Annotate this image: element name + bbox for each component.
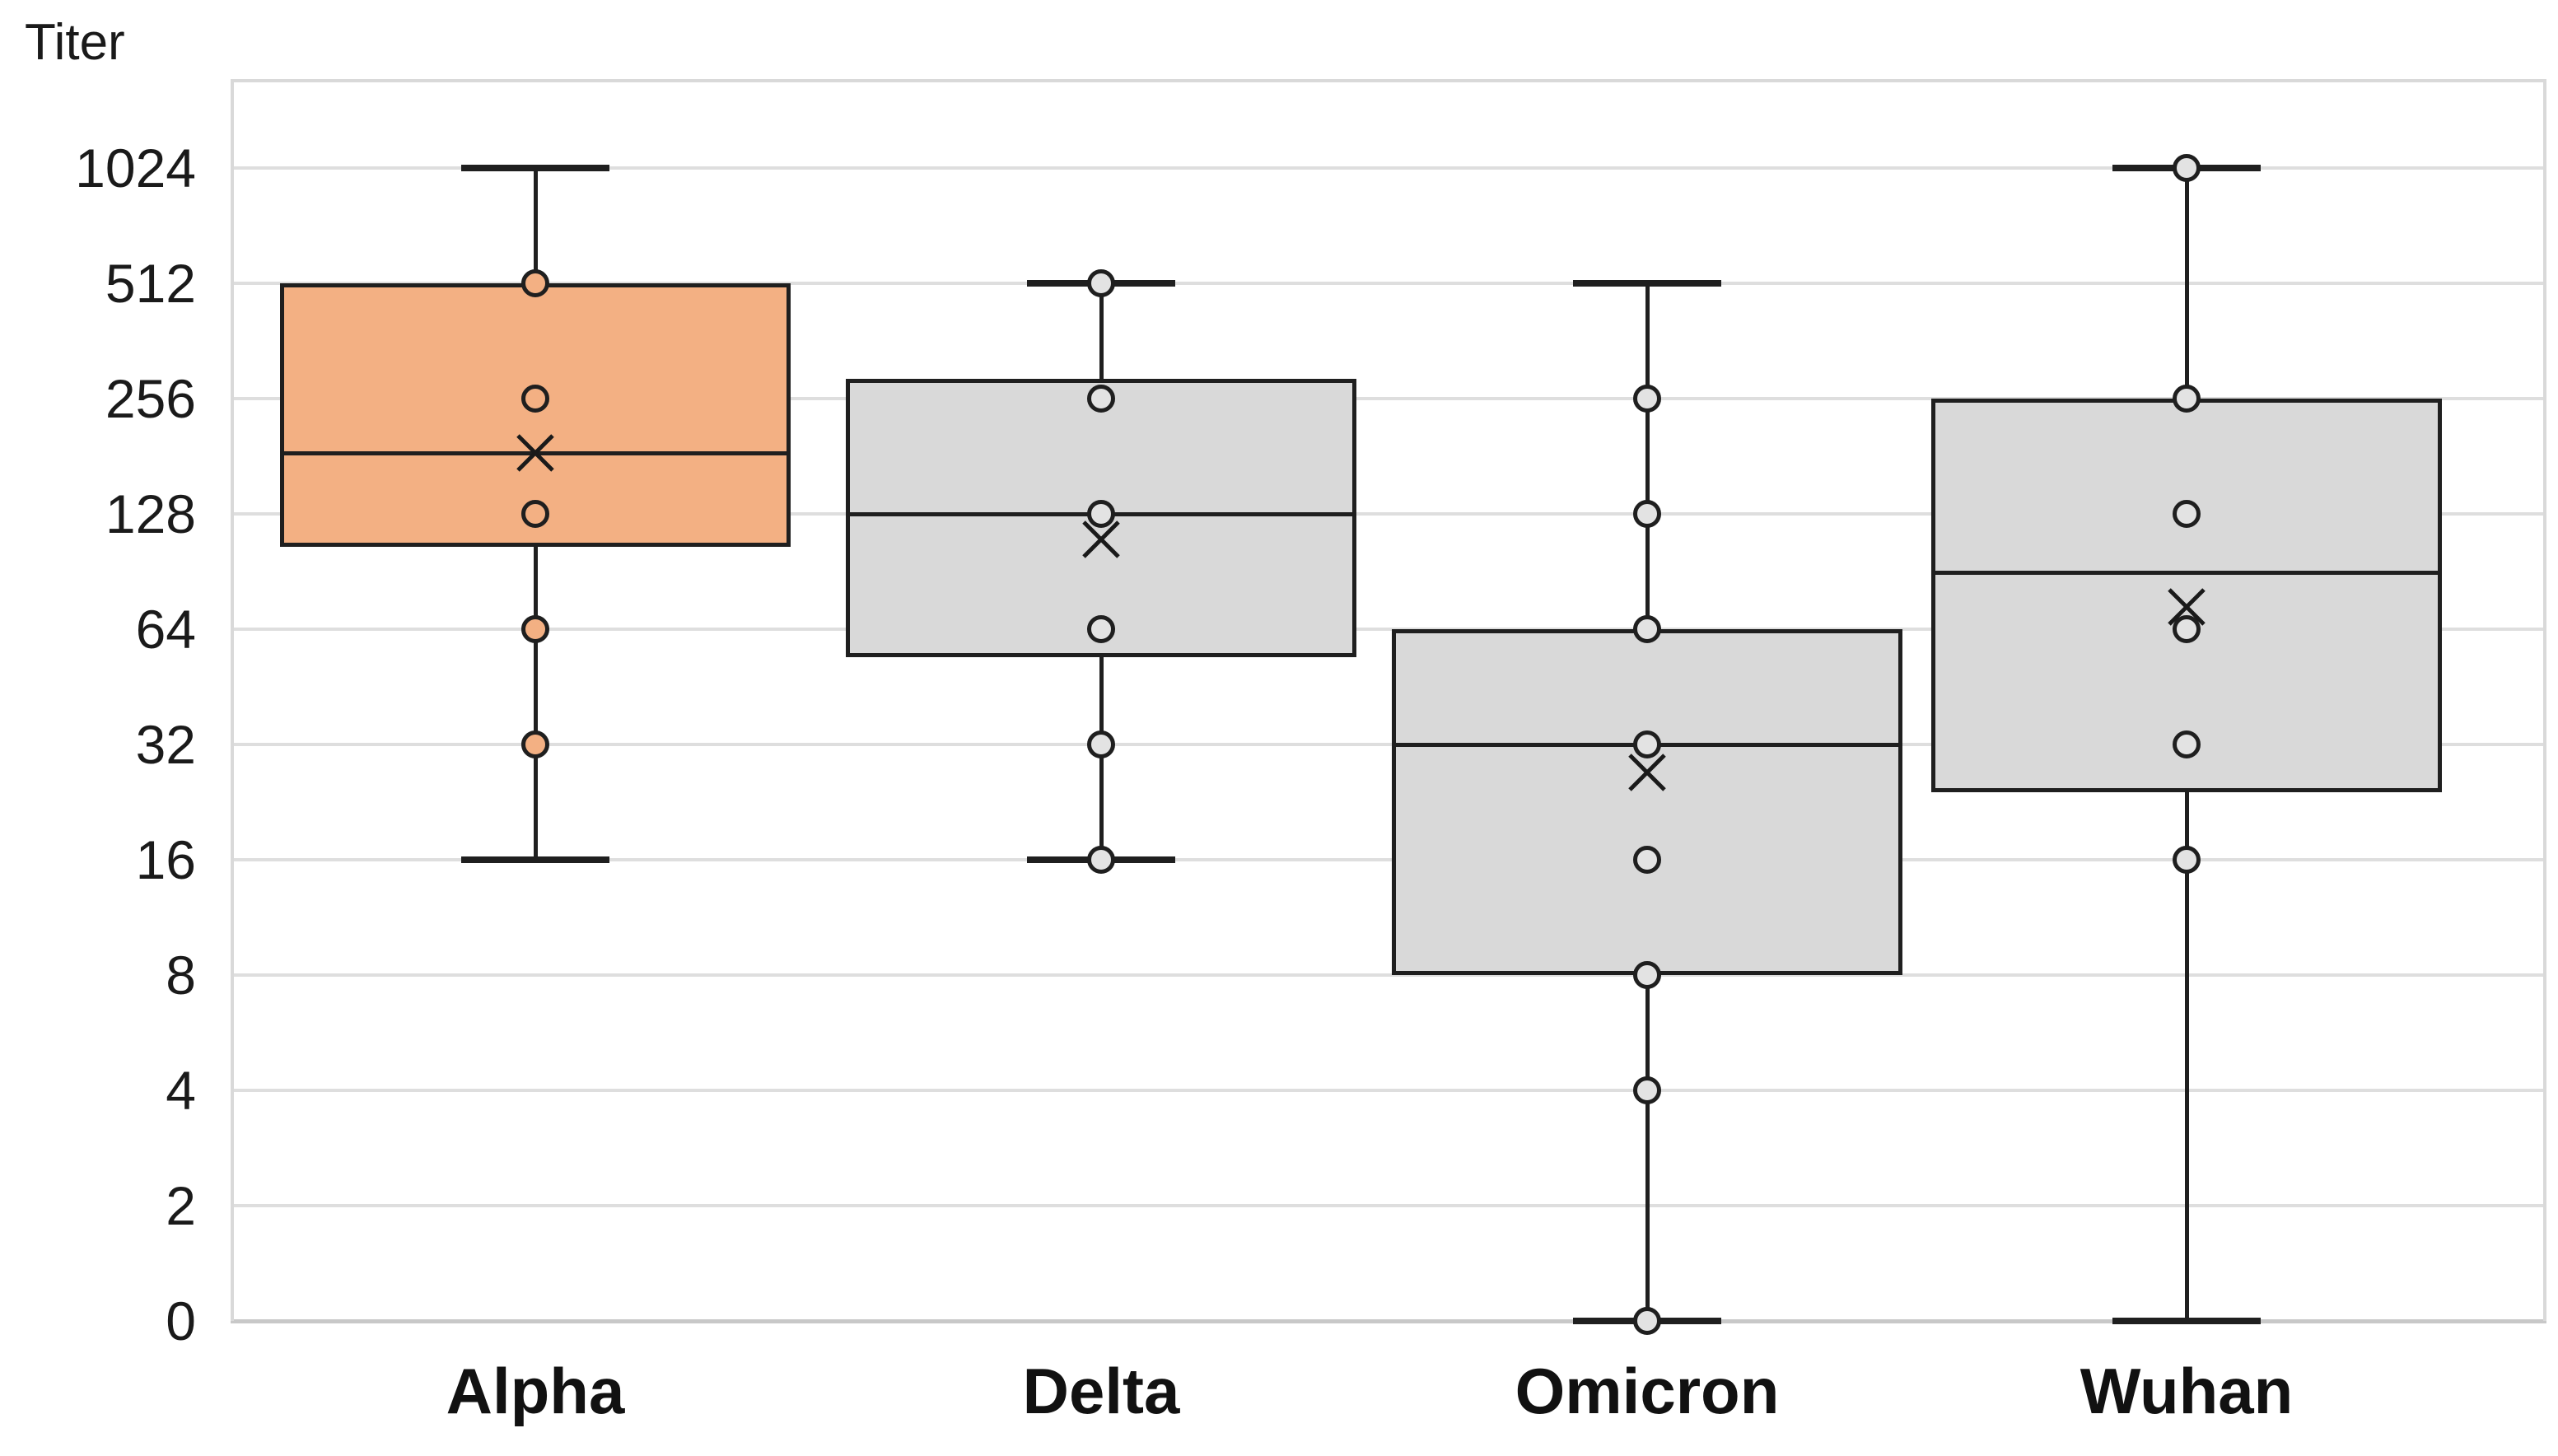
y-tick-label-2: 2 <box>166 1175 196 1236</box>
data-point-omicron-32 <box>1633 730 1661 758</box>
x-category-label-delta: Delta <box>1022 1355 1180 1427</box>
whisker-upper-wuhan <box>2185 168 2189 399</box>
median-line-wuhan <box>1931 571 2442 576</box>
data-point-delta-512 <box>1087 269 1115 297</box>
x-axis-baseline <box>231 1319 2546 1323</box>
gridline-128 <box>231 512 2546 516</box>
plot-border-right <box>2543 79 2546 1321</box>
data-point-delta-32 <box>1087 730 1115 758</box>
gridline-1024 <box>231 166 2546 170</box>
data-point-alpha-32 <box>521 730 549 758</box>
data-point-delta-256 <box>1087 385 1115 413</box>
whisker-lower-omicron <box>1645 975 1650 1321</box>
whisker-cap-top-alpha <box>461 165 609 171</box>
gridline-2 <box>231 1204 2546 1207</box>
y-tick-label-256: 256 <box>105 368 196 429</box>
plot-border-top <box>231 79 2546 82</box>
y-tick-label-128: 128 <box>105 483 196 544</box>
y-tick-label-1024: 1024 <box>75 138 196 198</box>
whisker-upper-delta <box>1099 283 1104 380</box>
data-point-wuhan-16 <box>2173 846 2201 874</box>
gridline-16 <box>231 858 2546 861</box>
y-tick-label-32: 32 <box>135 714 196 775</box>
data-point-omicron-0 <box>1633 1307 1661 1335</box>
y-tick-label-0: 0 <box>166 1290 196 1351</box>
data-point-wuhan-256 <box>2173 385 2201 413</box>
whisker-upper-omicron <box>1645 283 1650 629</box>
x-category-label-wuhan: Wuhan <box>2080 1355 2294 1427</box>
whisker-cap-bottom-alpha <box>461 856 609 863</box>
data-point-delta-16 <box>1087 846 1115 874</box>
whisker-lower-alpha <box>534 547 538 860</box>
data-point-wuhan-1024 <box>2173 154 2201 182</box>
y-tick-label-4: 4 <box>166 1060 196 1121</box>
gridline-8 <box>231 973 2546 977</box>
data-point-alpha-64 <box>521 615 549 643</box>
y-tick-label-16: 16 <box>135 829 196 890</box>
gridline-64 <box>231 628 2546 631</box>
data-point-wuhan-64 <box>2173 615 2201 643</box>
mean-x-marker-alpha <box>512 430 558 476</box>
plot-border-left <box>231 79 234 1321</box>
data-point-delta-64 <box>1087 615 1115 643</box>
whisker-lower-delta <box>1099 657 1104 860</box>
gridline-256 <box>231 397 2546 400</box>
data-point-alpha-256 <box>521 385 549 413</box>
whisker-cap-bottom-wuhan <box>2112 1318 2261 1324</box>
data-point-alpha-128 <box>521 500 549 528</box>
data-point-wuhan-32 <box>2173 730 2201 758</box>
gridline-512 <box>231 282 2546 285</box>
y-tick-label-64: 64 <box>135 599 196 660</box>
x-category-label-alpha: Alpha <box>446 1355 625 1427</box>
data-point-delta-128 <box>1087 500 1115 528</box>
data-point-wuhan-128 <box>2173 500 2201 528</box>
gridline-4 <box>231 1089 2546 1092</box>
data-point-omicron-8 <box>1633 961 1661 989</box>
y-axis-title: Titer <box>25 14 125 71</box>
y-tick-label-8: 8 <box>166 945 196 1006</box>
whisker-lower-wuhan <box>2185 792 2189 1321</box>
whisker-cap-top-omicron <box>1573 280 1721 287</box>
x-category-label-omicron: Omicron <box>1515 1355 1780 1427</box>
whisker-upper-alpha <box>534 168 538 283</box>
box-omicron <box>1392 629 1902 975</box>
data-point-omicron-4 <box>1633 1076 1661 1104</box>
mean-x-marker-wuhan <box>2164 584 2210 630</box>
data-point-omicron-64 <box>1633 615 1661 643</box>
data-point-omicron-16 <box>1633 846 1661 874</box>
mean-x-marker-delta <box>1078 516 1124 562</box>
mean-x-marker-omicron <box>1624 749 1670 796</box>
data-point-omicron-128 <box>1633 500 1661 528</box>
data-point-omicron-256 <box>1633 385 1661 413</box>
gridline-32 <box>231 743 2546 746</box>
y-tick-label-512: 512 <box>105 253 196 314</box>
data-point-alpha-512 <box>521 269 549 297</box>
